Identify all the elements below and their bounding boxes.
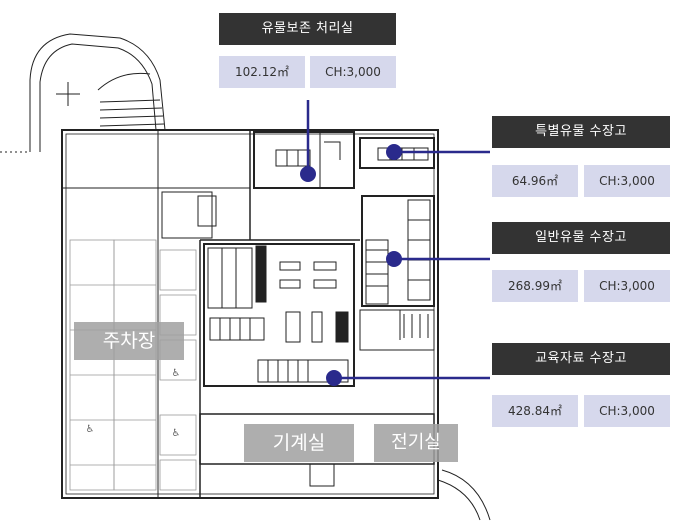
machine-room-label: 기계실 (244, 424, 354, 462)
conservation-room (253, 131, 355, 189)
callout-area: 428.84㎡ (492, 395, 578, 427)
svg-text:♿: ♿ (172, 368, 181, 379)
callout-ceiling-height: CH:3,000 (310, 56, 396, 88)
building-walls (61, 129, 439, 499)
callout-title: 유물보존 처리실 (219, 13, 396, 45)
callout-area: 268.99㎡ (492, 270, 578, 302)
electrical-room-label: 전기실 (374, 424, 458, 462)
general-storage-room (361, 195, 435, 307)
callout-title: 특별유물 수장고 (492, 116, 670, 148)
education-storage-room (203, 243, 355, 387)
callout-area: 102.12㎡ (219, 56, 305, 88)
callout-ceiling-height: CH:3,000 (584, 395, 670, 427)
svg-text:♿: ♿ (86, 424, 95, 435)
callout-area: 64.96㎡ (492, 165, 578, 197)
marker-general (386, 251, 402, 267)
parking-stalls (69, 239, 197, 491)
callout-title: 교육자료 수장고 (492, 343, 670, 375)
svg-text:♿: ♿ (172, 428, 181, 439)
marker-education (326, 370, 342, 386)
callout-title: 일반유물 수장고 (492, 222, 670, 254)
marker-special (386, 144, 402, 160)
ramp-structure (0, 33, 166, 153)
room-markers (300, 144, 402, 386)
callout-ceiling-height: CH:3,000 (584, 165, 670, 197)
leader-lines (306, 100, 490, 380)
interior-walls (161, 191, 491, 521)
marker-conservation (300, 166, 316, 182)
parking-label: 주차장 (74, 322, 184, 360)
accessible-parking-icons: ♿ ♿ ♿ (86, 368, 181, 439)
callout-ceiling-height: CH:3,000 (584, 270, 670, 302)
